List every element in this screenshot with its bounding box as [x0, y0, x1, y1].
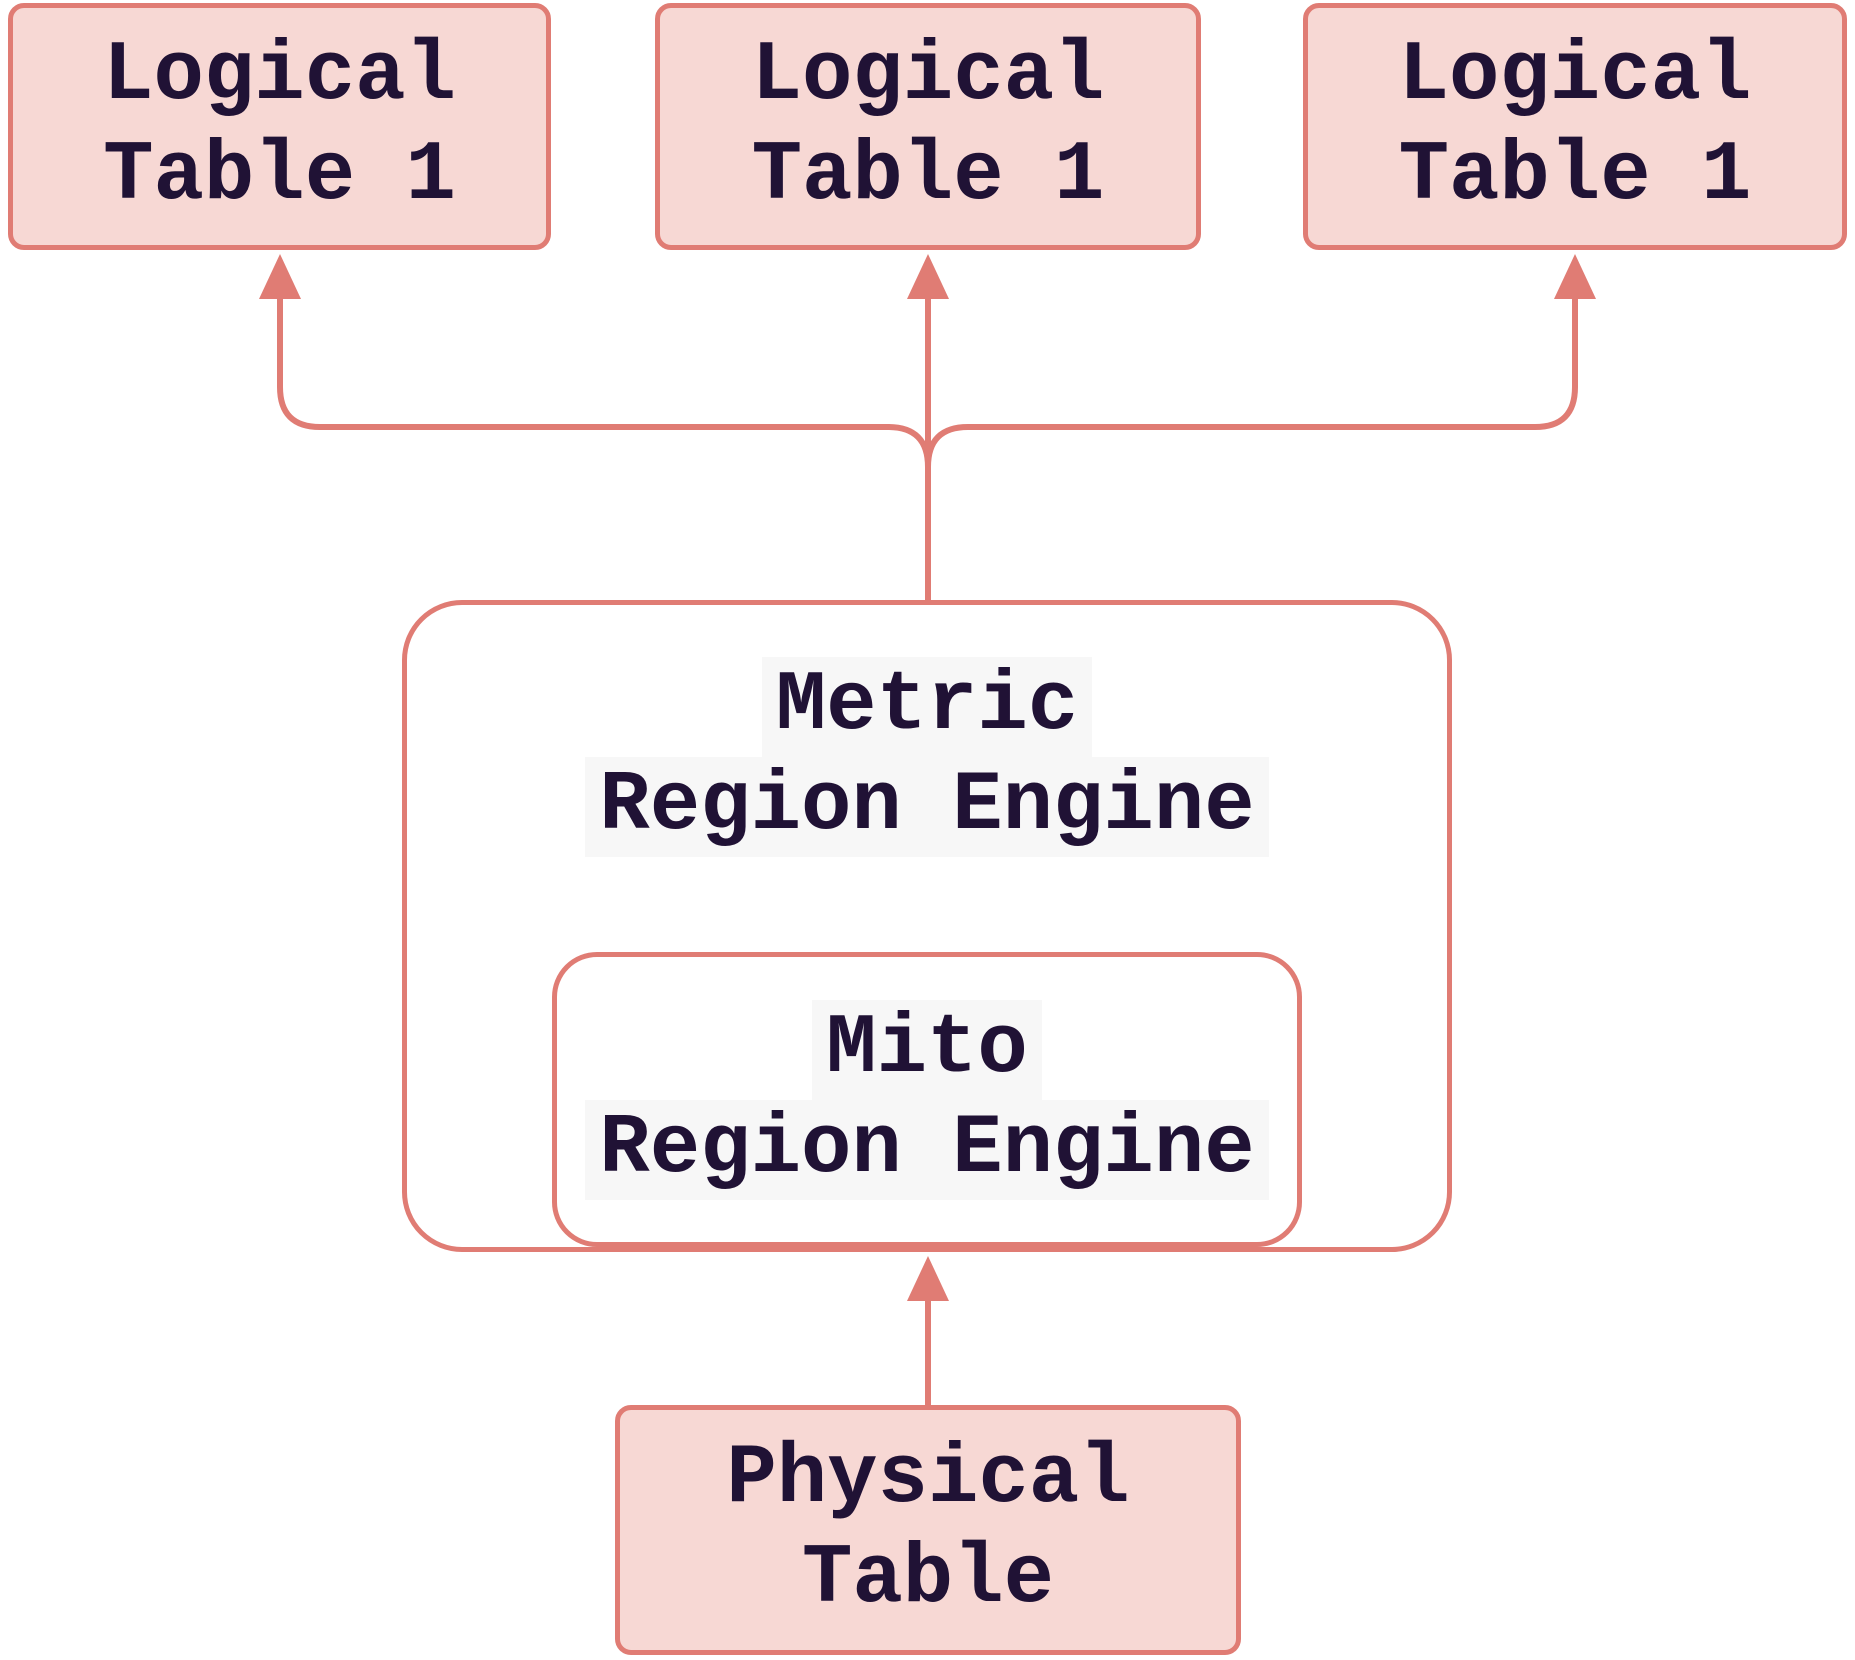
- node-label-line: Table 1: [751, 128, 1105, 224]
- node-label-line: Region Engine: [585, 757, 1269, 857]
- node-logical-table-center: Logical Table 1: [655, 3, 1201, 250]
- node-label-line: Physical: [726, 1432, 1130, 1527]
- node-logical-table-right: Logical Table 1: [1303, 3, 1847, 250]
- node-label-line: Table 1: [1398, 128, 1752, 224]
- node-label-line: Logical: [103, 28, 456, 124]
- node-label-line: Table 1: [103, 128, 456, 224]
- node-physical-table: Physical Table: [615, 1405, 1241, 1655]
- node-logical-table-left: Logical Table 1: [8, 3, 551, 250]
- node-label-line: Logical: [1398, 28, 1752, 124]
- node-metric-region-engine: Metric Region Engine Mito Region Engine: [402, 600, 1452, 1252]
- node-label-line: Mito: [812, 999, 1042, 1100]
- arrow-metric-to-logical-right: [925, 297, 1578, 600]
- node-label-line: Metric: [761, 657, 1093, 757]
- node-label-line: Region Engine: [585, 1099, 1269, 1200]
- metric-region-engine-label: Metric Region Engine: [407, 657, 1447, 857]
- node-label-line: Table: [801, 1532, 1055, 1627]
- arrowhead-logical-left: [259, 254, 301, 299]
- arrow-metric-to-logical-left: [277, 297, 931, 600]
- arrowhead-mito: [907, 1256, 949, 1301]
- node-mito-region-engine: Mito Region Engine: [552, 952, 1302, 1247]
- arrowhead-logical-center: [907, 254, 949, 299]
- arrowhead-logical-right: [1554, 254, 1596, 299]
- node-label-line: Logical: [751, 28, 1105, 124]
